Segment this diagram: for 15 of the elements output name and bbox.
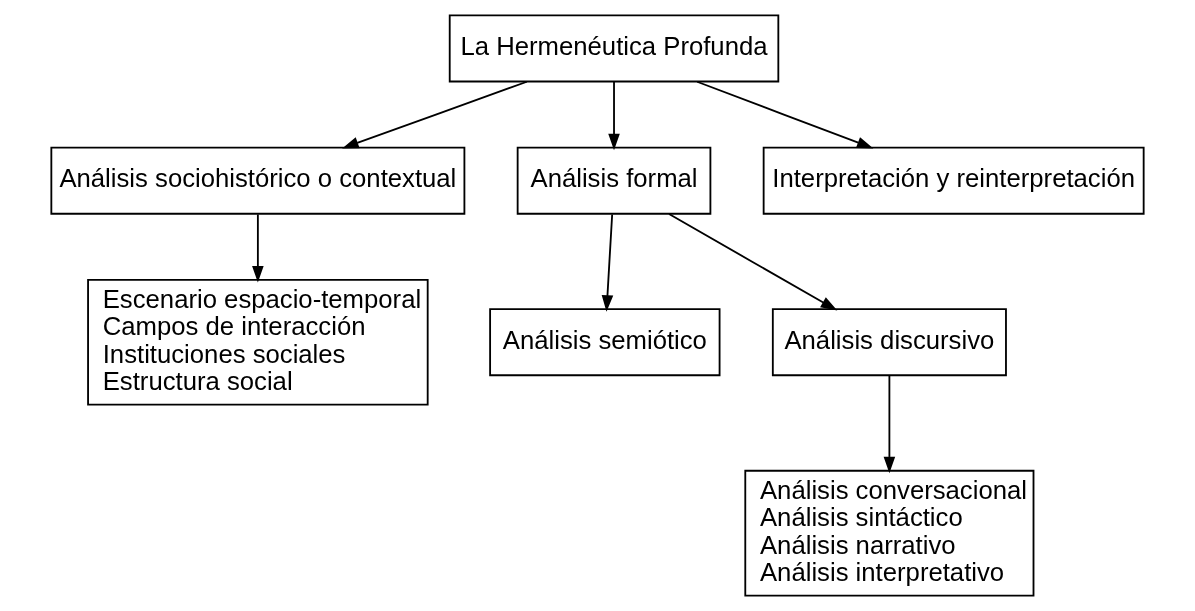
node-box: La Hermenéutica Profunda: [448, 14, 780, 83]
arrow: [342, 80, 528, 149]
node-box: Análisis formal: [516, 146, 712, 215]
arrow: [252, 213, 264, 283]
arrow: [883, 374, 896, 474]
arrow: [668, 213, 838, 311]
arrow: [696, 80, 874, 149]
arrow: [601, 213, 614, 312]
node-box: Escenario espacio-temporal Campos de interacción Instituciones sociales Estructura social: [87, 278, 429, 406]
node-box: Análisis sociohistórico o contextual: [50, 146, 466, 215]
node-box: Interpretación y reinterpretación: [762, 146, 1145, 215]
arrow: [608, 81, 620, 151]
node-box: Análisis discursivo: [771, 308, 1007, 377]
node-box: Análisis conversacional Análisis sintáctico Análisis narrativo Análisis interpretativo: [744, 469, 1035, 597]
node-box: Análisis semiótico: [489, 308, 721, 377]
